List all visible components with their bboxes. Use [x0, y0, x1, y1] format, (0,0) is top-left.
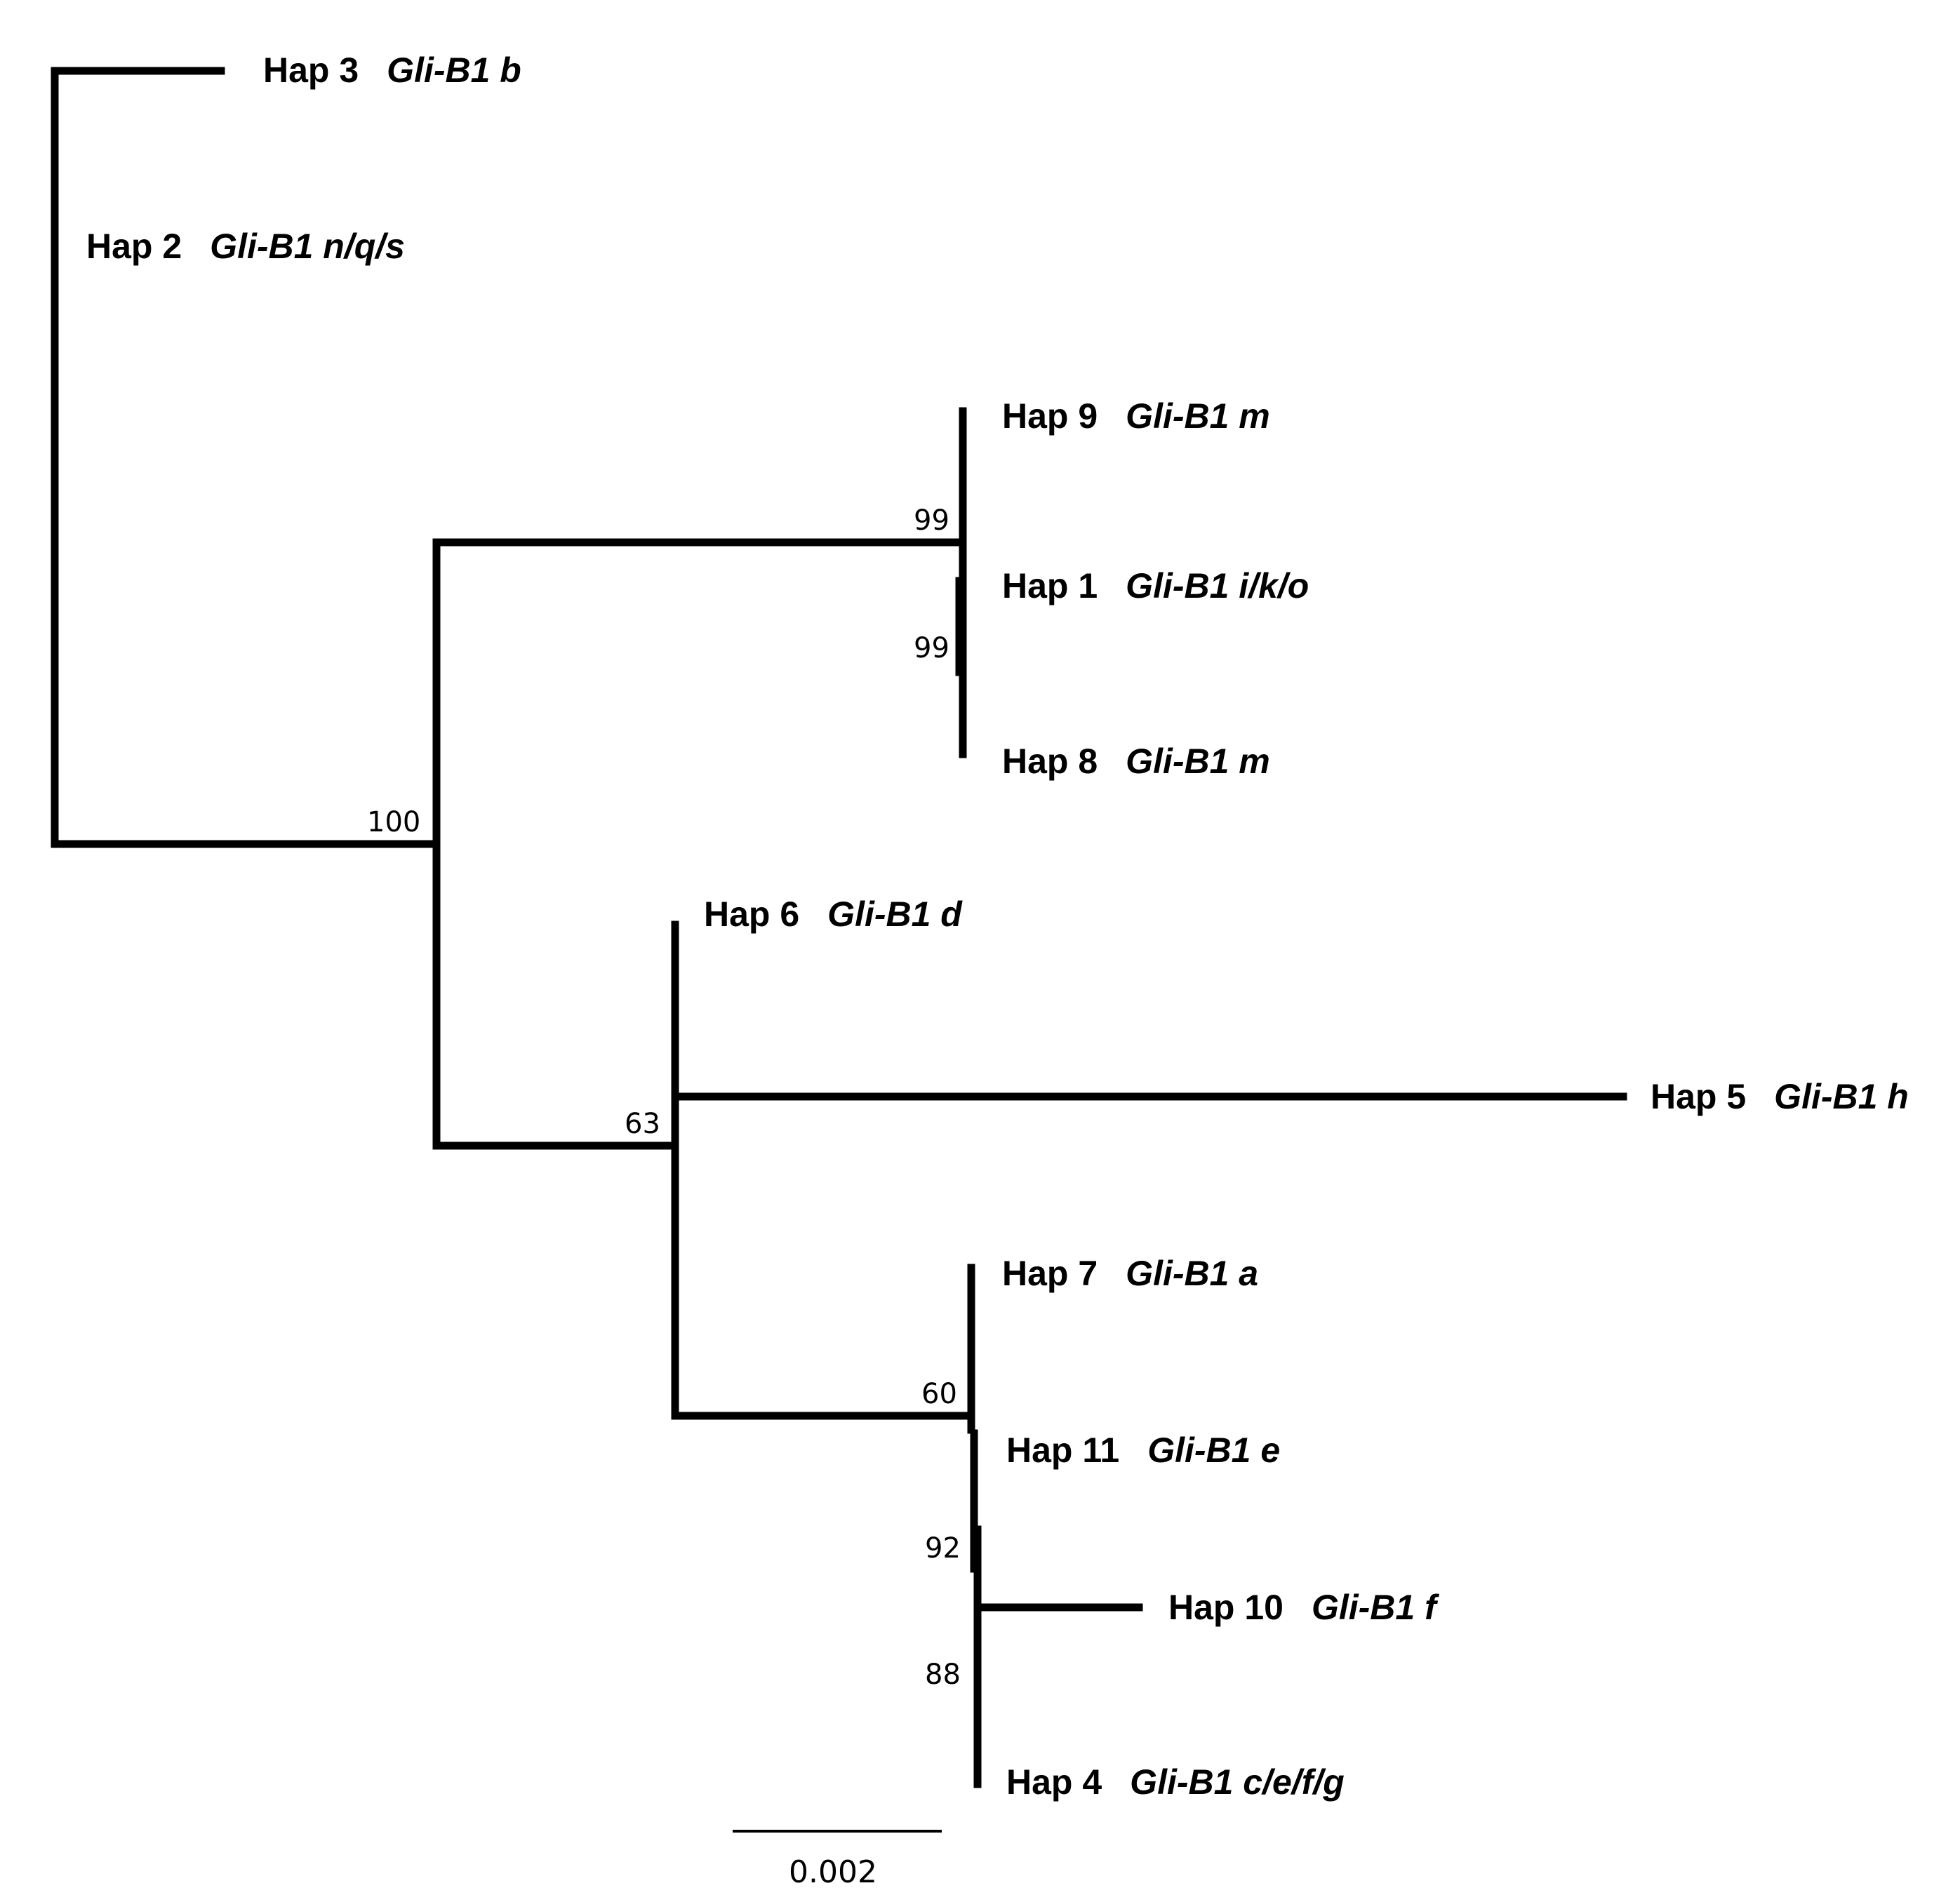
- hap-name: Hap 11: [1006, 1431, 1119, 1470]
- hap-name: Hap 7: [1002, 1254, 1098, 1293]
- bootstrap-value: 92: [925, 1532, 961, 1565]
- allele-name: Gli-B1 e: [1147, 1431, 1280, 1470]
- bootstrap-value: 60: [921, 1378, 957, 1410]
- taxon-label-hap10: Hap 10 Gli-B1 f: [1168, 1588, 1439, 1627]
- hap-name: Hap 1: [1002, 566, 1098, 605]
- taxon-label-hap3: Hap 3 Gli-B1 b: [263, 51, 521, 90]
- allele-name: Gli-B1 m: [1126, 396, 1270, 436]
- tree-branches: [51, 67, 1627, 1833]
- taxon-label-hap6: Hap 6 Gli-B1 d: [704, 895, 963, 934]
- allele-name: Gli-B1 d: [827, 895, 963, 934]
- taxon-label-hap4: Hap 4 Gli-B1 c/e/f/g: [1006, 1762, 1345, 1802]
- allele-name: Gli-B1 h: [1774, 1077, 1909, 1116]
- allele-name: Gli-B1 b: [387, 51, 521, 90]
- hap-name: Hap 10: [1168, 1588, 1284, 1627]
- allele-name: Gli-B1 n/q/s: [210, 227, 405, 266]
- hap-name: Hap 3: [263, 51, 359, 90]
- allele-name: Gli-B1 f: [1312, 1588, 1439, 1627]
- taxon-label-hap5: Hap 5 Gli-B1 h: [1651, 1077, 1909, 1116]
- hap-name: Hap 9: [1002, 396, 1098, 436]
- allele-name: Gli-B1 m: [1126, 742, 1270, 781]
- hap-name: Hap 5: [1651, 1077, 1746, 1116]
- bootstrap-value: 99: [914, 632, 949, 664]
- taxon-label-hap9: Hap 9 Gli-B1 m: [1002, 396, 1270, 436]
- bootstrap-value: 88: [925, 1659, 961, 1691]
- taxon-label-hap2: Hap 2 Gli-B1 n/q/s: [86, 227, 405, 266]
- hap-name: Hap 8: [1002, 742, 1098, 781]
- hap-name: Hap 6: [704, 895, 799, 934]
- allele-name: Gli-B1 a: [1126, 1254, 1258, 1293]
- allele-name: Gli-B1 i/k/o: [1126, 566, 1309, 605]
- bootstrap-value: 63: [625, 1108, 660, 1140]
- hap-name: Hap 4: [1006, 1762, 1102, 1802]
- hap-name: Hap 2: [86, 227, 182, 266]
- taxon-label-hap8: Hap 8 Gli-B1 m: [1002, 742, 1270, 781]
- taxon-label-hap7: Hap 7 Gli-B1 a: [1002, 1254, 1258, 1293]
- taxon-label-hap11: Hap 11 Gli-B1 e: [1006, 1431, 1280, 1470]
- scale-bar-label: 0.002: [789, 1854, 877, 1890]
- allele-name: Gli-B1 c/e/f/g: [1130, 1762, 1345, 1802]
- bootstrap-value: 100: [367, 806, 420, 838]
- bootstrap-value: 99: [914, 504, 949, 537]
- taxon-label-hap1: Hap 1 Gli-B1 i/k/o: [1002, 566, 1309, 605]
